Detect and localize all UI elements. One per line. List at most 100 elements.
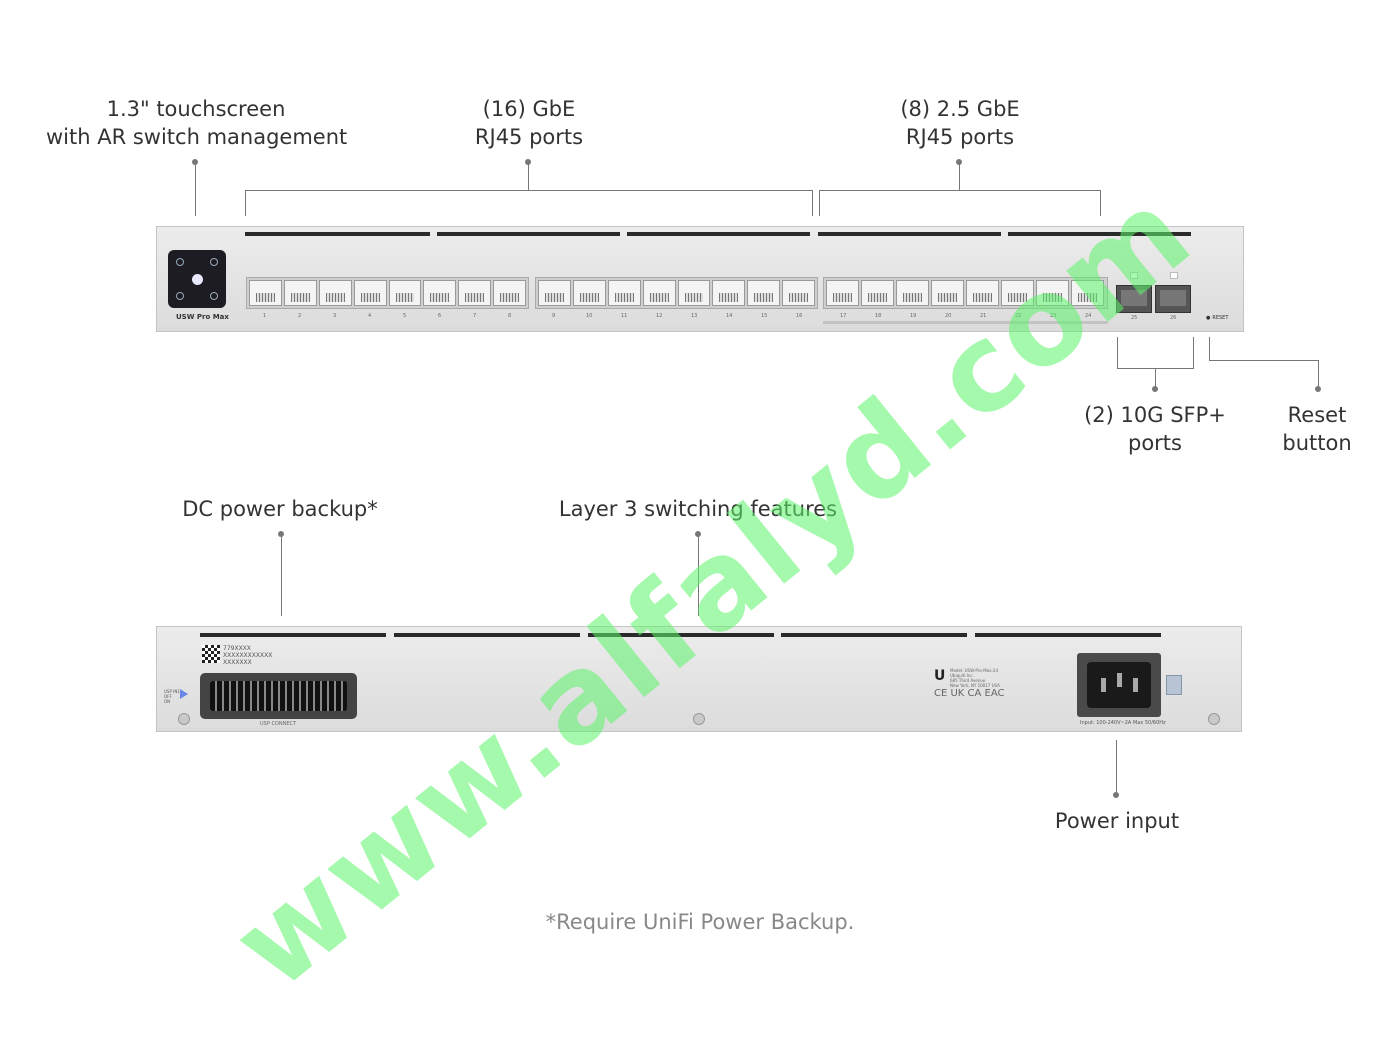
rj45-port[interactable] — [1071, 280, 1104, 306]
rj45-port[interactable] — [966, 280, 999, 306]
address-line: Model: USW-Pro-Max-24 — [950, 668, 998, 673]
ups-leds: USP IN1 OFF ON — [164, 689, 180, 704]
usp-connect-label: USP CONNECT — [260, 721, 297, 727]
rj45-port[interactable] — [538, 280, 571, 306]
port-number: 13 — [691, 313, 698, 319]
gbe25-underline — [823, 321, 1108, 324]
front-vent — [818, 232, 1001, 236]
rj45-port[interactable] — [931, 280, 964, 306]
screw-icon — [1208, 713, 1220, 725]
touchscreen-ring-icon — [192, 274, 203, 285]
rj45-port[interactable] — [712, 280, 746, 306]
gbe-ports-label-line1: (16) GbE — [482, 97, 576, 121]
dc-backup-connector[interactable] — [200, 673, 357, 719]
rj45-port[interactable] — [353, 280, 387, 306]
port-number: 19 — [910, 313, 917, 319]
port-number: 1 — [263, 313, 267, 319]
sfp-port[interactable] — [1155, 285, 1191, 313]
sfp-bracket-stem — [1155, 368, 1156, 388]
rj45-port[interactable] — [572, 280, 606, 306]
sfp-port[interactable] — [1116, 285, 1152, 313]
power-input-socket[interactable] — [1077, 653, 1161, 717]
touchscreen-label-line2: with AR switch management — [46, 125, 348, 149]
rj45-port[interactable] — [782, 280, 815, 306]
address-line: Ubiquiti Inc. — [950, 673, 974, 678]
qr-code — [202, 645, 220, 663]
port-number: 9 — [552, 313, 556, 319]
reset-button[interactable]: RESET — [1206, 315, 1228, 321]
touchscreen-icon — [176, 292, 184, 300]
gbe-bracket-right — [812, 190, 813, 216]
gbe-bracket-stem — [528, 162, 529, 190]
gbe-ports-label-line2: RJ45 ports — [474, 125, 584, 149]
sfp-ports-label-line1: (2) 10G SFP+ — [1084, 403, 1226, 427]
touchscreen-icon — [210, 292, 218, 300]
rj45-port[interactable] — [642, 280, 676, 306]
rj45-port[interactable] — [1001, 280, 1034, 306]
ups-led-label: USP IN1 — [164, 689, 180, 694]
touchscreen-icon — [210, 258, 218, 266]
layer3-label: Layer 3 switching features — [558, 497, 838, 521]
rj45-port[interactable] — [607, 280, 641, 306]
touchscreen-label-line1: 1.3" touchscreen — [106, 97, 286, 121]
port-number: 24 — [1085, 313, 1092, 319]
screw-icon — [693, 713, 705, 725]
rj45-port[interactable] — [747, 280, 781, 306]
rear-vent — [588, 633, 774, 637]
sfp-bracket-left — [1117, 337, 1118, 368]
port-number: 16 — [796, 313, 803, 319]
gbe-ports-label: (16) GbE RJ45 ports — [429, 95, 629, 151]
rj45-port[interactable] — [677, 280, 711, 306]
gbe25-bracket-stem — [959, 162, 960, 190]
sfp-bracket-dot — [1152, 386, 1158, 392]
touchscreen-label: 1.3" touchscreen with AR switch manageme… — [46, 95, 348, 151]
port-number: 15 — [761, 313, 768, 319]
gbe-bracket — [245, 190, 813, 191]
rj45-port[interactable] — [249, 280, 282, 306]
sfp-number: 26 — [1170, 315, 1177, 321]
rear-vent — [975, 633, 1161, 637]
sfp-led — [1170, 272, 1178, 279]
port-number: 22 — [1015, 313, 1022, 319]
rj45-port[interactable] — [493, 280, 526, 306]
rj45-port[interactable] — [861, 280, 894, 306]
port-number: 12 — [656, 313, 663, 319]
dc-backup-leader — [281, 534, 282, 616]
rj45-port[interactable] — [896, 280, 929, 306]
rj45-port[interactable] — [318, 280, 352, 306]
gbe25-ports-label: (8) 2.5 GbE RJ45 ports — [860, 95, 1060, 151]
front-vent — [627, 232, 810, 236]
certification-marks: CE UK CA EAC — [934, 688, 1005, 699]
touchscreen-leader — [195, 162, 196, 216]
power-input-leader — [1116, 740, 1117, 794]
rj45-port[interactable] — [388, 280, 422, 306]
gbe-port-group-1 — [246, 277, 529, 309]
reset-label: Reset button — [1247, 401, 1387, 457]
touchscreen[interactable] — [168, 250, 226, 308]
reset-label-line1: Reset — [1287, 403, 1347, 427]
reset-leader-v1 — [1209, 337, 1210, 361]
sfp-ports-label: (2) 10G SFP+ ports — [1055, 401, 1255, 457]
rear-vent — [781, 633, 967, 637]
rj45-port[interactable] — [826, 280, 859, 306]
gbe-bracket-left — [245, 190, 246, 216]
port-number: 3 — [333, 313, 337, 319]
input-rating: Input: 100-240V~2A Max 50/60Hz — [1080, 720, 1166, 726]
rj45-port[interactable] — [423, 280, 457, 306]
rj45-port[interactable] — [1036, 280, 1069, 306]
socket-pin — [1133, 678, 1138, 692]
layer3-leader — [698, 534, 699, 616]
gbe25-bracket-dot — [956, 159, 962, 165]
socket-pin — [1101, 678, 1106, 692]
port-number: 6 — [438, 313, 442, 319]
sfp-number: 25 — [1131, 315, 1138, 321]
port-number: 5 — [403, 313, 407, 319]
rj45-port[interactable] — [283, 280, 317, 306]
rj45-port[interactable] — [458, 280, 492, 306]
power-latch[interactable] — [1166, 675, 1182, 695]
dc-backup-label: DC power backup* — [182, 497, 378, 521]
rear-vent — [394, 633, 580, 637]
serial-label: 779XXXX XXXXXXXXXXXX XXXXXXX — [223, 645, 272, 666]
sfp-led — [1130, 272, 1138, 279]
reset-label-line2: button — [1282, 431, 1352, 455]
